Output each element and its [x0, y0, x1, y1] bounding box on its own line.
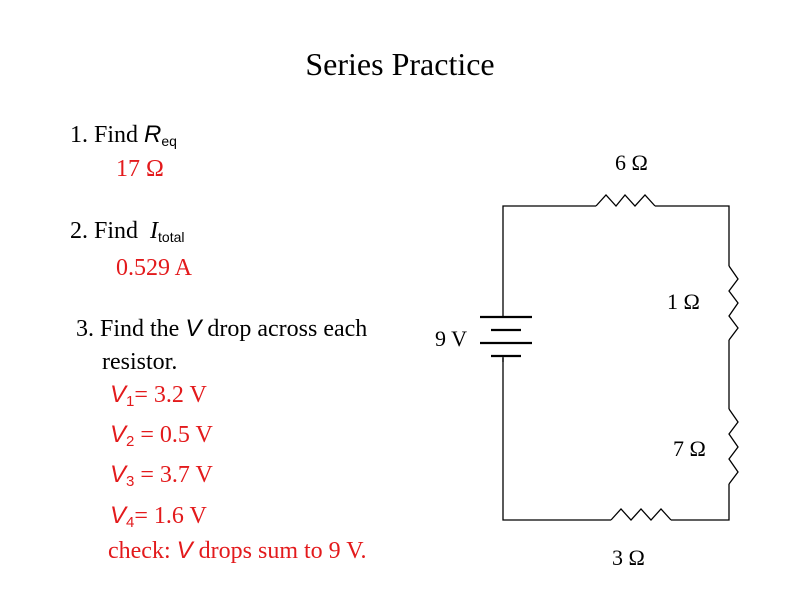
question-3-line-1: 3. Find the V drop across each	[76, 315, 367, 343]
wire-top-right	[655, 205, 730, 266]
question-1-number: 1.	[70, 122, 88, 148]
v1-subscript: 1	[126, 393, 135, 410]
question-1: 1. Find Req	[70, 121, 177, 149]
resistor-label-1-ohm: 1 Ω	[667, 289, 700, 314]
v2-value: = 0.5 V	[140, 422, 213, 448]
v1-value: = 3.2 V	[134, 382, 207, 408]
question-3-suffix: drop across each	[207, 316, 368, 342]
wire-bottom-left	[502, 358, 611, 521]
req-symbol: R	[144, 121, 162, 148]
question-2-number: 2.	[70, 218, 88, 244]
resistor-3-ohm	[610, 508, 672, 521]
battery-label: 9 V	[435, 326, 467, 351]
check-suffix: drops sum to 9 V.	[198, 538, 367, 564]
v1-symbol: V	[110, 381, 127, 408]
resistor-label-6-ohm: 6 Ω	[615, 150, 648, 175]
resistor-7-ohm	[728, 408, 739, 485]
answer-2: 0.529 A	[116, 255, 193, 281]
check-prefix: check:	[108, 538, 171, 564]
resistor-label-3-ohm: 3 Ω	[612, 545, 645, 570]
voltage-answer-3: V3 = 3.7 V	[110, 461, 213, 490]
req-subscript: eq	[161, 133, 177, 149]
wire-top	[502, 205, 596, 306]
v-symbol: V	[185, 315, 202, 342]
voltage-answer-1: V1= 3.2 V	[110, 381, 207, 410]
v4-subscript: 4	[126, 514, 135, 531]
v2-symbol: V	[110, 421, 127, 448]
resistor-6-ohm	[595, 194, 656, 207]
v4-value: = 1.6 V	[134, 503, 207, 529]
voltage-answer-2: V2 = 0.5 V	[110, 421, 213, 450]
question-2: 2. Find Itotal	[70, 218, 184, 245]
v4-symbol: V	[110, 502, 127, 529]
v3-symbol: V	[110, 461, 127, 488]
battery-symbol	[480, 315, 532, 358]
check-symbol: V	[176, 537, 193, 564]
question-2-prefix: Find	[94, 218, 139, 244]
v3-value: = 3.7 V	[140, 462, 213, 488]
wire-bottom-right	[671, 484, 730, 521]
itotal-symbol: I	[150, 218, 159, 244]
v3-subscript: 3	[126, 473, 135, 490]
question-1-prefix: Find	[94, 122, 139, 148]
resistor-label-7-ohm: 7 Ω	[673, 436, 706, 461]
itotal-subscript: total	[158, 229, 185, 245]
page-title: Series Practice	[305, 46, 495, 82]
question-3-number: 3.	[76, 316, 94, 342]
check-statement: check: V drops sum to 9 V.	[108, 537, 366, 565]
v2-subscript: 2	[126, 433, 135, 450]
question-3-line-2: resistor.	[102, 349, 178, 375]
question-3-prefix: Find the	[100, 316, 180, 342]
resistor-1-ohm	[728, 265, 739, 341]
answer-1: 17 Ω	[116, 156, 164, 182]
voltage-answer-4: V4= 1.6 V	[110, 502, 207, 531]
